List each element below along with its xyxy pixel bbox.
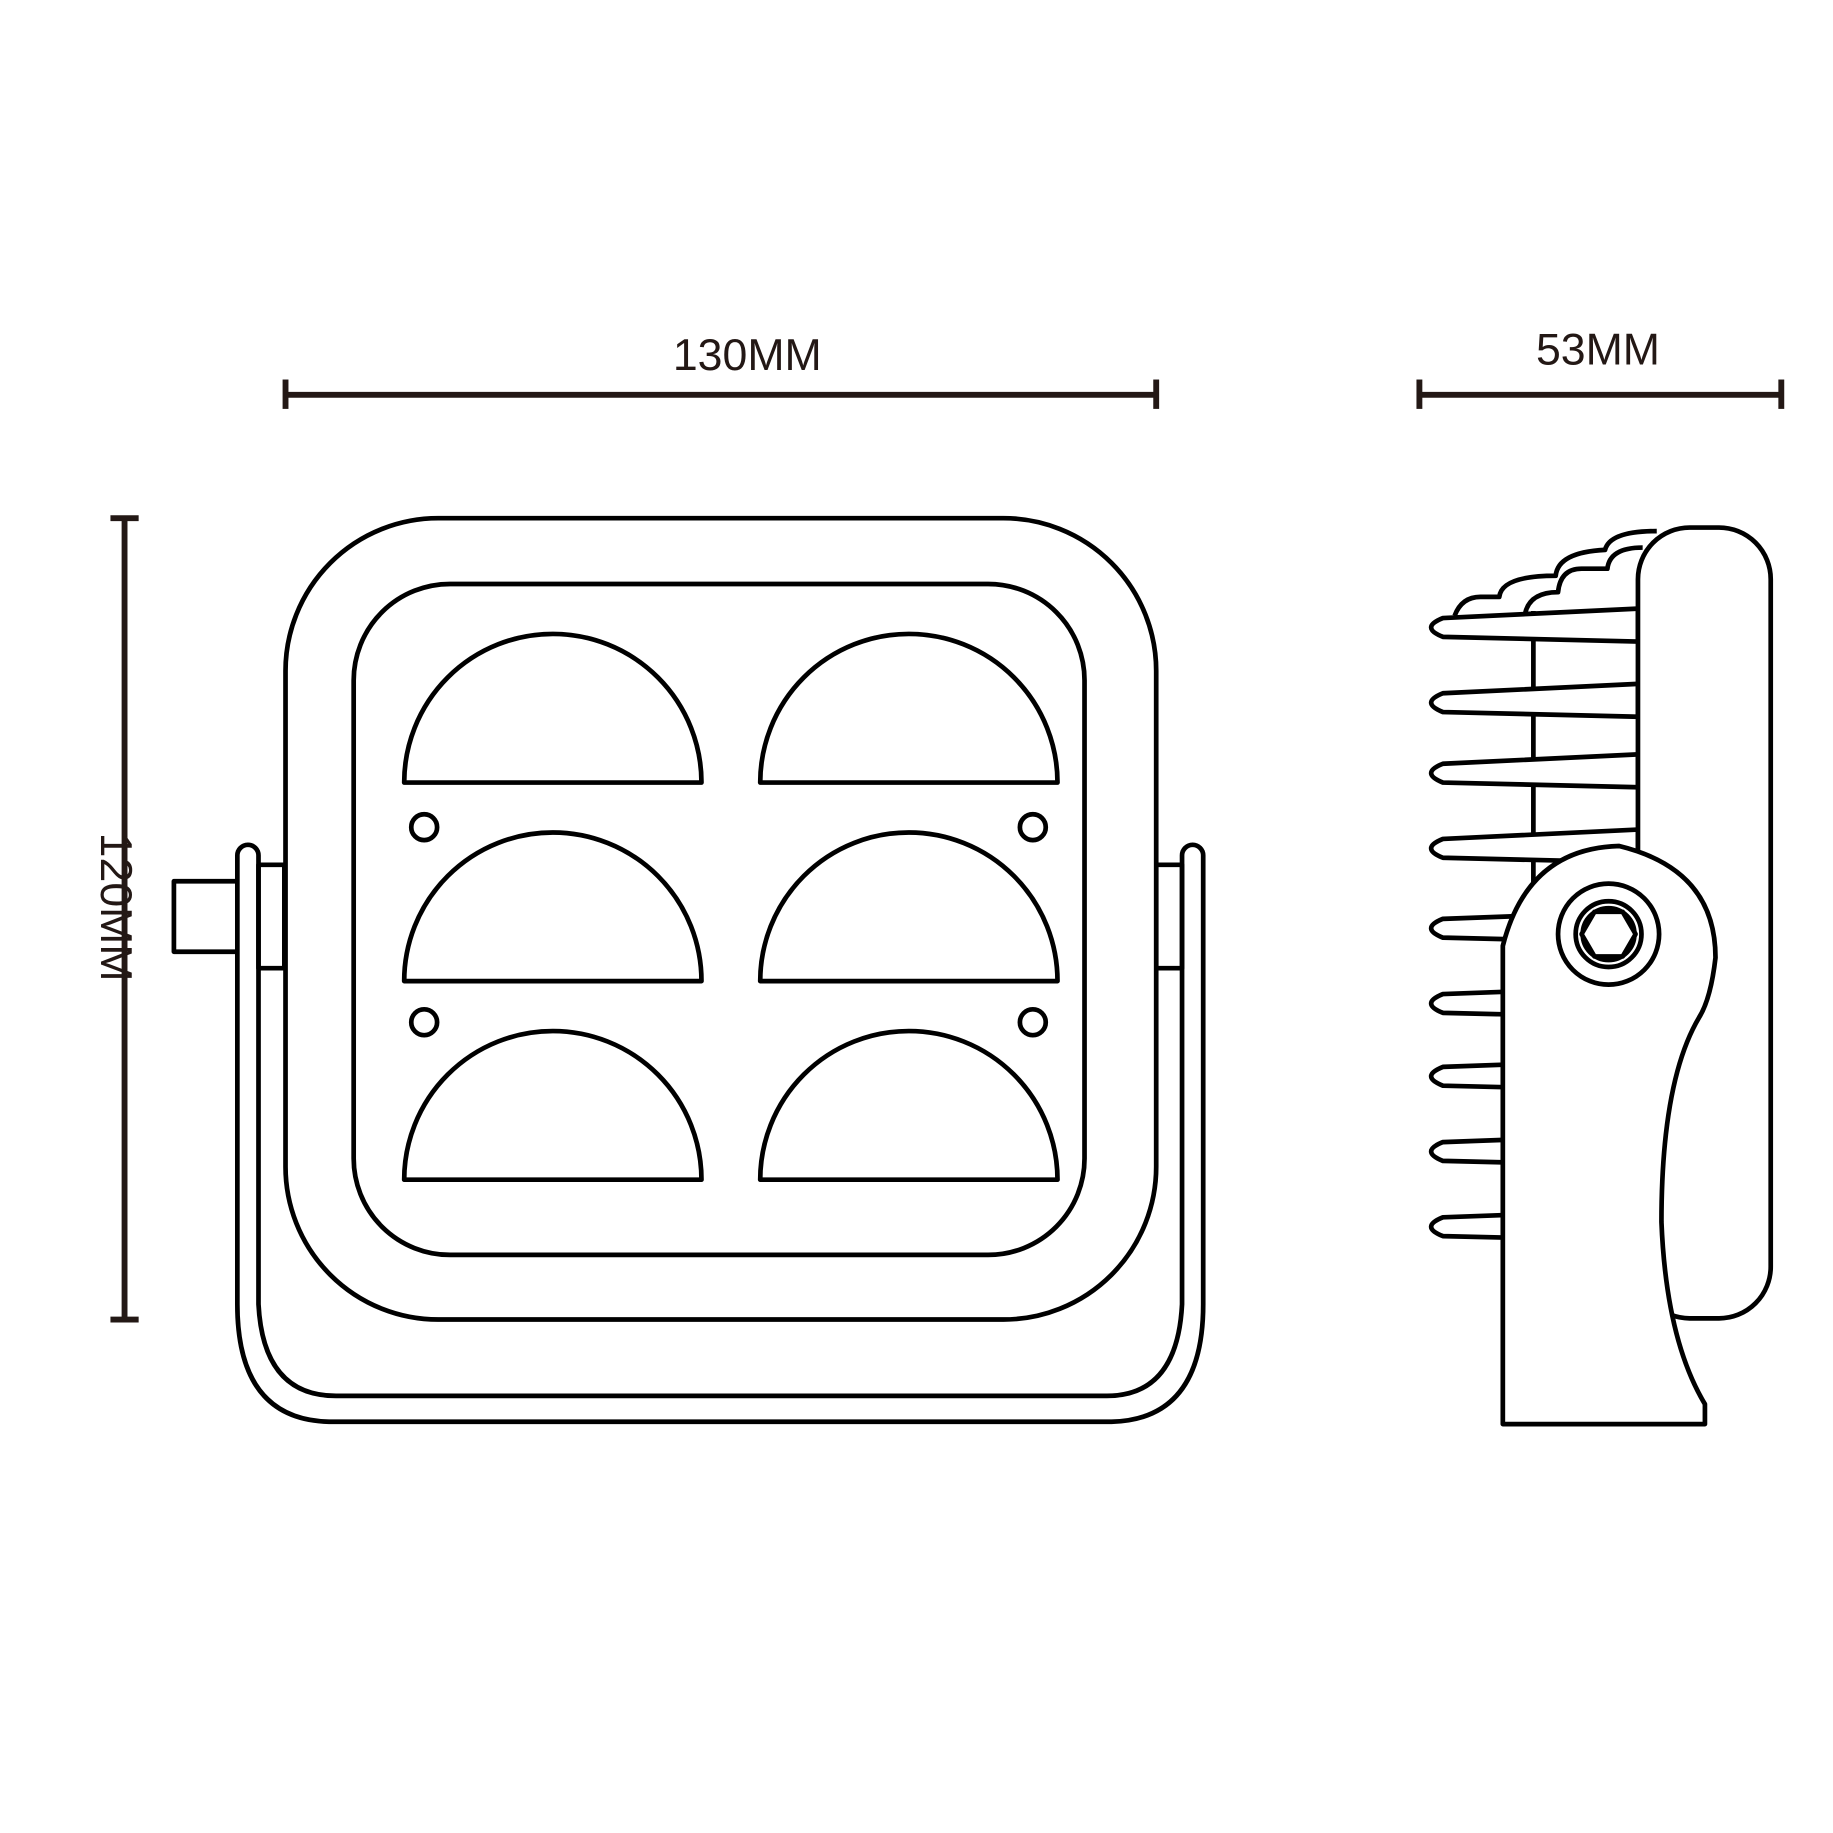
side-view — [1428, 525, 1774, 1427]
depth-label: 53MM — [1536, 325, 1660, 374]
width-dimension: 130MM — [282, 331, 1160, 409]
screws — [408, 811, 1049, 1038]
bracket — [235, 842, 1206, 1425]
depth-dimension: 53MM — [1416, 325, 1785, 409]
led-reflectors — [401, 631, 1060, 1183]
front-view — [171, 515, 1206, 1425]
hex-bolt-icon — [1579, 909, 1638, 959]
height-label: 120MM — [91, 833, 140, 982]
side-bracket — [1500, 843, 1718, 1427]
height-dimension: 120MM — [91, 515, 140, 1323]
width-label: 130MM — [673, 331, 822, 380]
cable-gland — [171, 878, 243, 955]
